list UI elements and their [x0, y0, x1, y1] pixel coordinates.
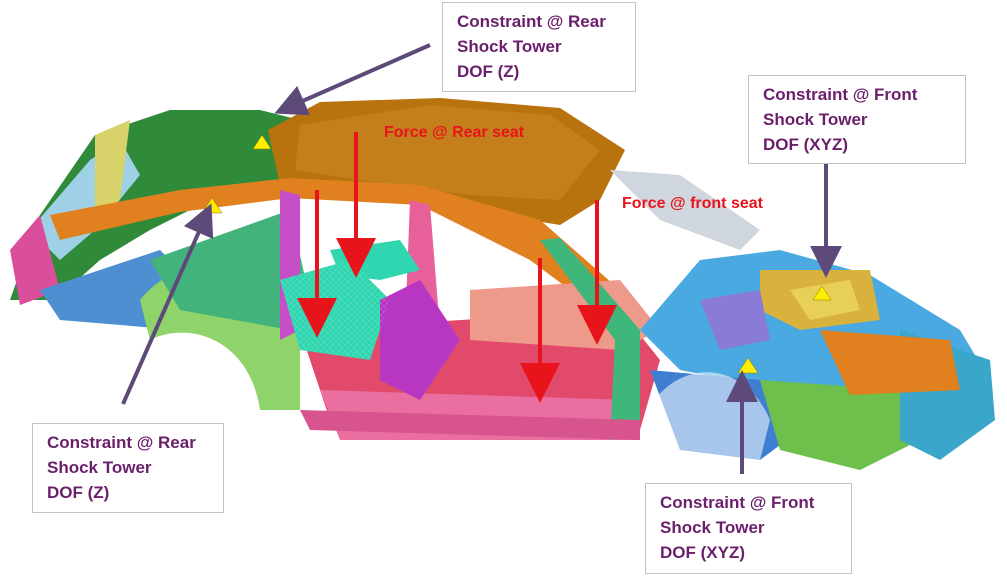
- constraint-label-bottom-rear: Constraint @ Rear Shock Tower DOF (Z): [32, 423, 224, 513]
- constraint-label-top-front: Constraint @ Front Shock Tower DOF (XYZ): [748, 75, 966, 164]
- constraint-label-bottom-front: Constraint @ Front Shock Tower DOF (XYZ): [645, 483, 852, 574]
- label-line: Shock Tower: [763, 110, 868, 129]
- label-line: DOF (Z): [457, 62, 520, 81]
- label-line: DOF (XYZ): [660, 543, 745, 562]
- label-line: Shock Tower: [457, 37, 562, 56]
- label-line: Constraint @ Front: [763, 85, 918, 104]
- force-label-front-seat: Force @ front seat: [622, 195, 763, 212]
- force-arrows: [297, 132, 617, 403]
- pointer-arrow-top-rear: [274, 43, 431, 116]
- pointer-arrows: [121, 43, 842, 474]
- constraint-label-top-rear: Constraint @ Rear Shock Tower DOF (Z): [442, 2, 636, 92]
- label-line: Constraint @ Front: [660, 493, 815, 512]
- label-line: DOF (XYZ): [763, 135, 848, 154]
- label-line: Shock Tower: [47, 458, 152, 477]
- label-line: DOF (Z): [47, 483, 110, 502]
- pointer-arrow-bottom-rear: [121, 203, 214, 405]
- label-line: Shock Tower: [660, 518, 765, 537]
- force-label-rear-seat: Force @ Rear seat: [384, 124, 525, 141]
- constraint-marker-front-upper: [812, 285, 832, 301]
- label-line: Constraint @ Rear: [47, 433, 196, 452]
- constraint-marker-rear-upper: [252, 134, 272, 150]
- label-line: Constraint @ Rear: [457, 12, 606, 31]
